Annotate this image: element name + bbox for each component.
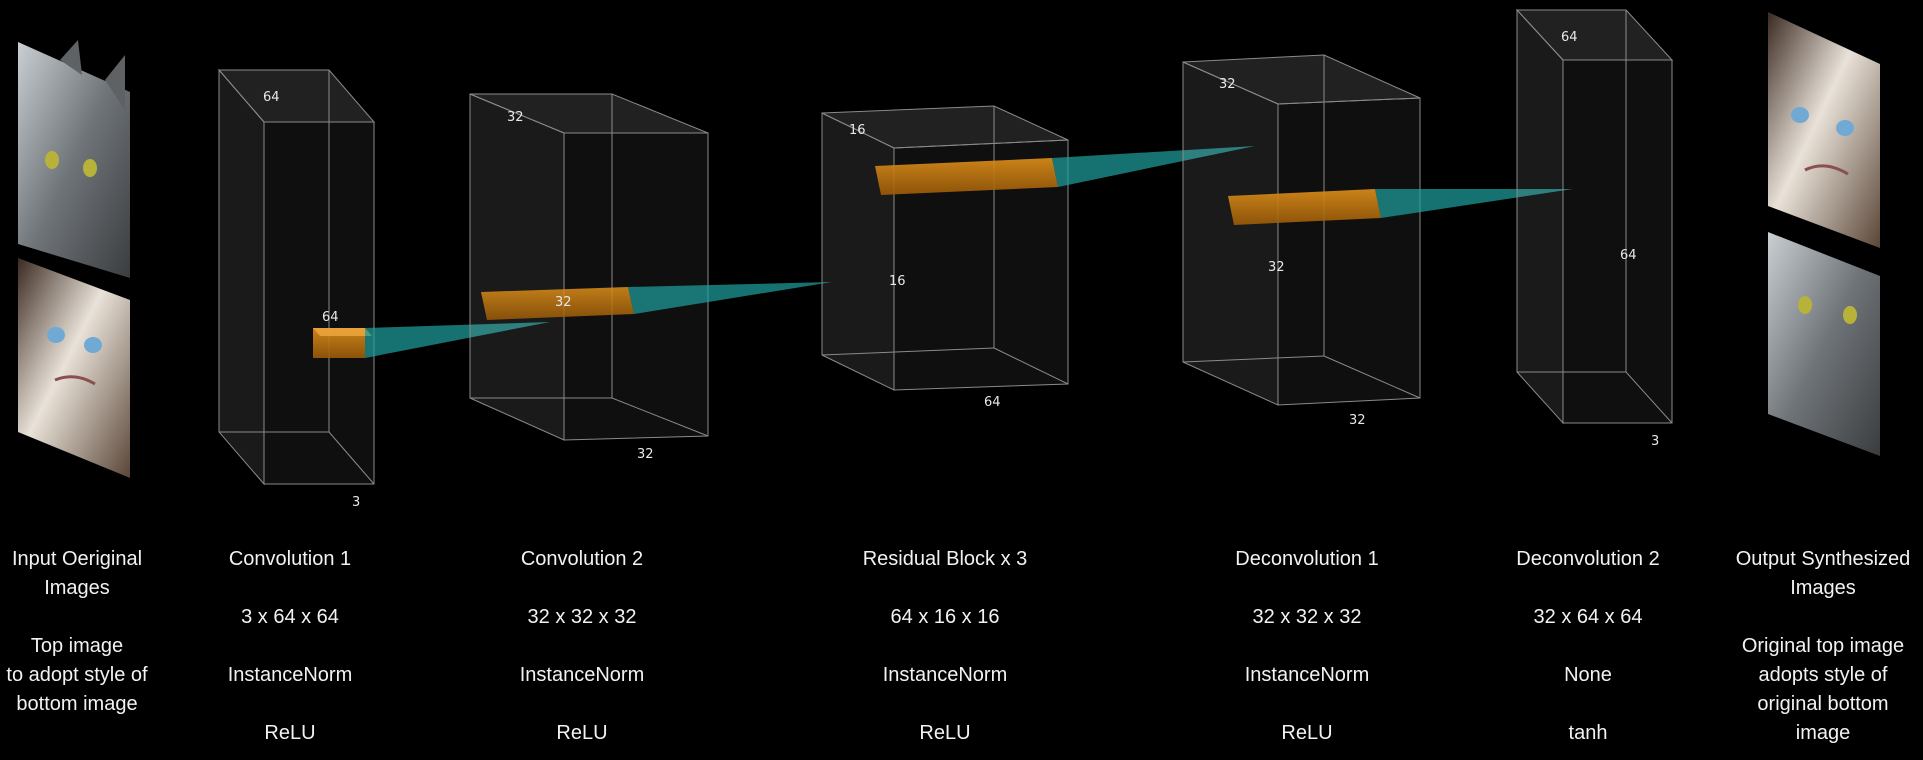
output-desc-line2: adopts style of [1758, 664, 1888, 686]
layer-conv1-block [217, 68, 376, 486]
layer-deconv2-block [1515, 8, 1674, 425]
input-desc-line2: to adopt style of [6, 664, 148, 686]
deconv1-norm: InstanceNorm [1244, 664, 1370, 686]
conv1-caption: Convolution 1 3 x 64 x 64 InstanceNorm R… [228, 545, 353, 748]
conv2-height-label: 32 [507, 110, 524, 125]
conv1-norm: InstanceNorm [227, 664, 353, 686]
layer-residual-block [821, 105, 1069, 391]
deconv2-shape: 32 x 64 x 64 [1533, 606, 1643, 628]
input-title-line1: Input Oeriginal [11, 548, 143, 570]
input-caption: Input Oeriginal Images Top image to adop… [6, 545, 147, 719]
residual-norm: InstanceNorm [882, 664, 1008, 686]
conv2-kernel-label: 32 [555, 295, 572, 310]
conv1-kernel-label: 64 [322, 310, 339, 325]
deconv2-height-label: 64 [1561, 30, 1578, 45]
conv1-kernel [313, 328, 372, 358]
output-image-top [1768, 12, 1880, 248]
conv1-shape: 3 x 64 x 64 [241, 606, 339, 628]
network-diagram: 64 64 3 32 32 32 16 16 64 [18, 8, 1880, 510]
conv2-caption: Convolution 2 32 x 32 x 32 InstanceNorm … [520, 545, 645, 748]
residual-caption: Residual Block x 3 64 x 16 x 16 Instance… [863, 545, 1028, 748]
deconv2-norm: None [1564, 664, 1612, 686]
deconv2-depth-label: 3 [1651, 434, 1659, 449]
deconv2-activation: tanh [1568, 722, 1608, 744]
residual-activation: ReLU [919, 722, 971, 744]
conv2-depth-label: 32 [637, 447, 654, 462]
input-image-bottom [18, 258, 130, 478]
deconv2-title: Deconvolution 2 [1516, 548, 1660, 570]
output-title-line1: Output Synthesized [1735, 548, 1911, 570]
residual-shape: 64 x 16 x 16 [890, 606, 1000, 628]
residual-title: Residual Block x 3 [862, 548, 1028, 570]
deconv2-caption: Deconvolution 2 32 x 64 x 64 None tanh [1516, 545, 1659, 748]
deconv1-activation: ReLU [1281, 722, 1333, 744]
output-desc-line1: Original top image [1741, 635, 1905, 657]
captions-row: Input Oeriginal Images Top image to adop… [0, 545, 1923, 755]
output-title-line2: Images [1790, 577, 1856, 599]
input-image-top [18, 40, 130, 278]
conv1-depth-label: 3 [352, 495, 360, 510]
residual-kernel-label: 16 [889, 274, 906, 289]
residual-height-label: 16 [849, 123, 866, 138]
output-image-bottom [1768, 232, 1880, 456]
input-desc-line3: bottom image [16, 693, 138, 715]
conv2-title: Convolution 2 [520, 548, 644, 570]
deconv1-height-label: 32 [1219, 77, 1236, 92]
conv2-activation: ReLU [556, 722, 608, 744]
residual-projection [1052, 146, 1255, 187]
output-desc-line4: image [1795, 722, 1851, 744]
residual-depth-label: 64 [984, 395, 1001, 410]
layer-conv2-block [469, 93, 709, 441]
conv1-projection [365, 322, 550, 358]
input-desc-line1: Top image [30, 635, 124, 657]
deconv2-kernel-label: 64 [1620, 248, 1637, 263]
deconv1-depth-label: 32 [1349, 413, 1366, 428]
layer-deconv1-block [1182, 54, 1421, 406]
output-caption: Output Synthesized Images Original top i… [1736, 545, 1911, 748]
conv1-activation: ReLU [264, 722, 316, 744]
deconv1-title: Deconvolution 1 [1235, 548, 1379, 570]
residual-kernel [875, 158, 1058, 195]
deconv1-kernel-label: 32 [1268, 260, 1285, 275]
conv2-kernel [481, 287, 634, 320]
deconv1-shape: 32 x 32 x 32 [1252, 606, 1362, 628]
input-title-line2: Images [44, 577, 110, 599]
conv2-norm: InstanceNorm [519, 664, 645, 686]
conv1-title: Convolution 1 [228, 548, 352, 570]
conv2-projection [628, 282, 832, 314]
cat-eye-icon [45, 151, 59, 169]
output-desc-line3: original bottom [1757, 693, 1889, 715]
deconv1-kernel [1228, 189, 1381, 225]
conv2-shape: 32 x 32 x 32 [527, 606, 637, 628]
deconv1-caption: Deconvolution 1 32 x 32 x 32 InstanceNor… [1235, 545, 1378, 748]
deconv1-projection [1375, 189, 1573, 218]
conv1-height-label: 64 [263, 90, 280, 105]
